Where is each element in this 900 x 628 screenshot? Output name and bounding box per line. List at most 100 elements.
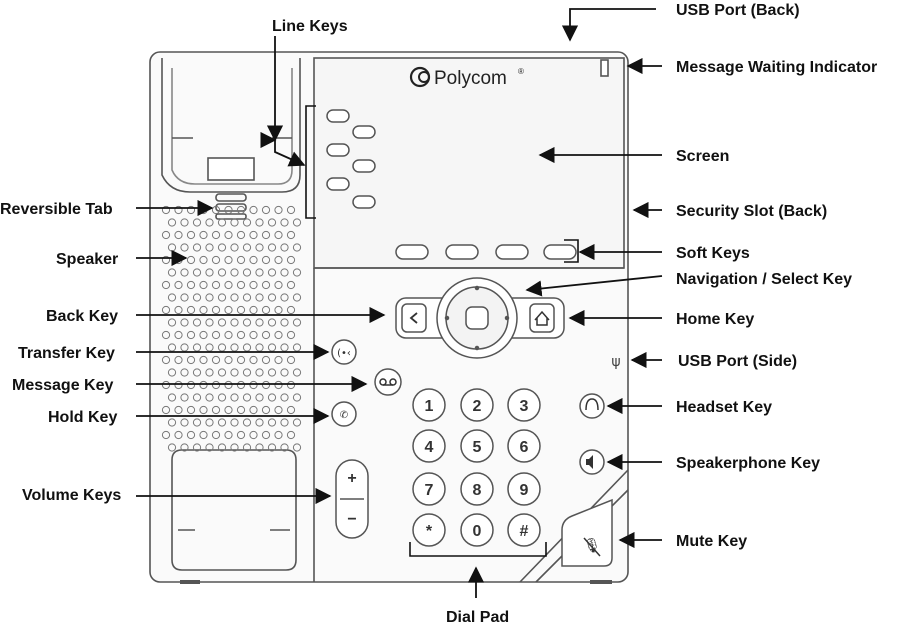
transfer-key[interactable]: (•‹ xyxy=(331,339,357,365)
grille-hole xyxy=(205,318,214,327)
transfer-icon: (•‹ xyxy=(337,348,351,359)
volume-keys[interactable] xyxy=(335,459,369,539)
soft-key[interactable] xyxy=(495,244,529,260)
volume-minus[interactable]: − xyxy=(347,511,356,528)
grille-hole xyxy=(230,443,239,452)
grille-hole xyxy=(217,218,227,227)
grille-hole xyxy=(249,355,258,365)
reversible-tab[interactable] xyxy=(215,193,247,220)
dial-key-label: 1 xyxy=(425,398,434,415)
line-keys[interactable] xyxy=(326,109,376,209)
dial-key[interactable]: 1 xyxy=(412,388,446,422)
grille-hole xyxy=(249,305,258,315)
grille-hole xyxy=(186,405,196,415)
grille-hole xyxy=(236,255,246,265)
headset-key[interactable] xyxy=(579,393,605,419)
grille-hole xyxy=(261,355,271,365)
grille-hole xyxy=(211,255,221,265)
grille-hole xyxy=(192,268,202,277)
grille-hole xyxy=(280,268,289,277)
volume-plus[interactable]: + xyxy=(347,470,356,487)
dial-key[interactable]: 7 xyxy=(412,472,446,506)
dial-key-label: 3 xyxy=(520,398,529,415)
label-speaker: Speaker xyxy=(56,251,118,268)
grille-hole xyxy=(186,305,196,315)
dial-key[interactable]: 3 xyxy=(507,388,541,422)
grille-hole xyxy=(161,255,171,265)
line-key[interactable] xyxy=(352,125,376,139)
dial-key[interactable]: 6 xyxy=(507,429,541,463)
grille-hole xyxy=(267,368,277,377)
line-key[interactable] xyxy=(326,143,350,157)
grille-hole xyxy=(242,418,252,427)
line-key[interactable] xyxy=(326,177,350,191)
grille-hole xyxy=(267,418,277,427)
grille-hole xyxy=(255,418,264,427)
grille-hole xyxy=(224,380,233,390)
polycom-logo: Polycom ® xyxy=(409,66,524,89)
mute-key[interactable]: 🎙 xyxy=(561,498,613,567)
grille-hole xyxy=(199,430,208,440)
dial-key[interactable]: 8 xyxy=(460,472,494,506)
grille-hole xyxy=(167,418,177,427)
dial-key-label: 6 xyxy=(520,439,529,456)
soft-key[interactable] xyxy=(543,244,577,260)
line-key[interactable] xyxy=(326,109,350,123)
grille-hole xyxy=(286,330,296,340)
grille-hole xyxy=(211,380,221,390)
home-icon xyxy=(534,310,550,326)
grille-hole xyxy=(274,305,283,315)
grille-hole xyxy=(267,393,277,402)
soft-key[interactable] xyxy=(395,244,429,260)
grille-hole xyxy=(186,230,196,240)
grille-hole xyxy=(205,393,214,402)
grille-hole xyxy=(255,243,264,252)
grille-hole xyxy=(292,368,302,377)
grille-hole xyxy=(267,268,277,277)
grille-hole xyxy=(242,218,252,227)
grille-hole xyxy=(280,318,289,327)
dial-key[interactable]: * xyxy=(412,513,446,547)
dial-key[interactable]: 5 xyxy=(460,429,494,463)
navigation-cluster[interactable] xyxy=(395,277,565,359)
soft-keys[interactable] xyxy=(395,244,577,260)
dial-key[interactable]: # xyxy=(507,513,541,547)
dial-key[interactable]: 9 xyxy=(507,472,541,506)
dial-key-label: 9 xyxy=(520,482,529,499)
speakerphone-key[interactable] xyxy=(579,449,605,475)
grille-hole xyxy=(224,355,233,365)
hold-key[interactable]: ✆ xyxy=(331,401,357,427)
grille-hole xyxy=(174,305,183,315)
grille-hole xyxy=(230,243,239,252)
grille-hole xyxy=(255,218,264,227)
line-key[interactable] xyxy=(352,195,376,209)
grille-hole xyxy=(217,243,227,252)
grille-hole xyxy=(267,218,277,227)
grille-hole xyxy=(224,330,233,340)
grille-hole xyxy=(236,230,246,240)
grille-hole xyxy=(199,280,208,290)
dial-key[interactable]: 4 xyxy=(412,429,446,463)
grille-hole xyxy=(180,443,189,452)
soft-key[interactable] xyxy=(445,244,479,260)
speaker-grille xyxy=(161,205,302,452)
grille-hole xyxy=(286,205,296,215)
select-key xyxy=(465,306,489,330)
grille-hole xyxy=(292,268,302,277)
grille-hole xyxy=(161,380,171,390)
grille-hole xyxy=(280,443,289,452)
home-key[interactable] xyxy=(529,303,555,333)
back-key[interactable] xyxy=(401,303,427,333)
grille-hole xyxy=(280,368,289,377)
grille-hole xyxy=(249,330,258,340)
arrow-usb-back xyxy=(561,8,656,42)
grille-hole xyxy=(286,380,296,390)
grille-hole xyxy=(186,205,196,215)
grille-hole xyxy=(249,380,258,390)
dial-key[interactable]: 2 xyxy=(460,388,494,422)
grille-hole xyxy=(236,205,246,215)
message-key[interactable] xyxy=(374,368,402,396)
line-key[interactable] xyxy=(352,159,376,173)
dial-key[interactable]: 0 xyxy=(460,513,494,547)
